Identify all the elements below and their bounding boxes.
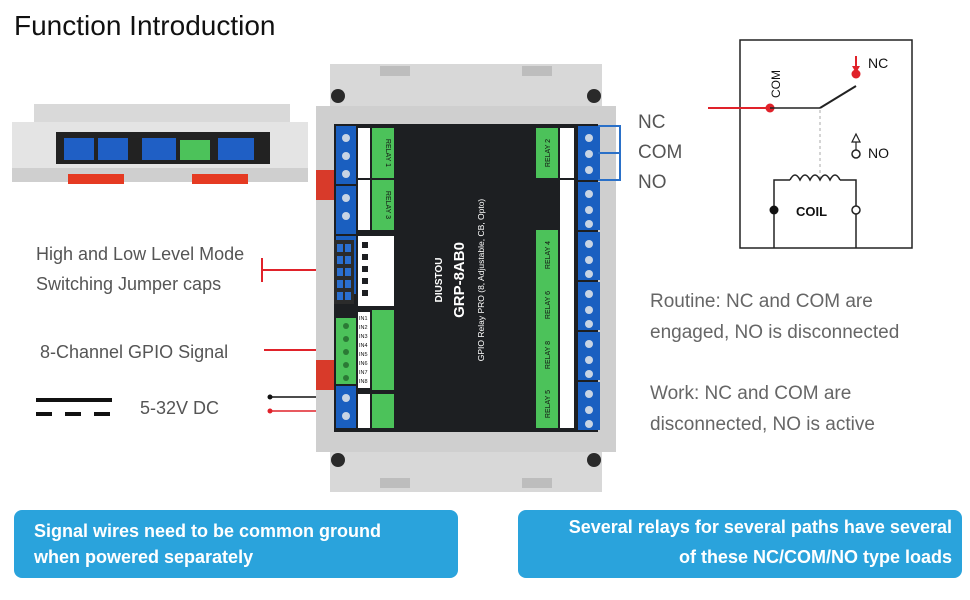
jumper-label-line1: High and Low Level Mode: [36, 244, 245, 264]
dc-symbol-icon: [36, 398, 112, 416]
gpio-pin-label: IN7: [359, 370, 368, 376]
relay-label-3: RELAY 3: [384, 191, 391, 219]
gpio-pin-label: IN3: [359, 334, 368, 340]
dc-voltage-label: 5-32V DC: [140, 398, 220, 418]
routine-line1: Routine: NC and COM are: [650, 291, 873, 312]
gpio-pin-label: IN5: [359, 352, 368, 358]
board-model: GRP-8AB0: [451, 242, 468, 318]
gpio-pin-label: IN2: [359, 325, 368, 331]
relay-label-1: RELAY 1: [384, 139, 391, 167]
gpio-pin-label: IN6: [359, 361, 368, 367]
routine-line2: engaged, NO is disconnected: [650, 322, 900, 343]
work-line1: Work: NC and COM are: [650, 383, 852, 404]
nc-label: NC: [638, 112, 666, 133]
gpio-pin-label: IN1: [359, 316, 368, 322]
no-label: NO: [638, 172, 667, 193]
relay-label-2: RELAY 2: [545, 139, 552, 167]
work-note: Work: NC and COM are disconnected, NO is…: [650, 378, 875, 440]
relay-board: DIUSTOU GRP-8AB0 GPIO Relay PRO (8, Adju…: [316, 64, 616, 492]
routine-note: Routine: NC and COM are engaged, NO is d…: [650, 286, 899, 348]
board-subtitle: GPIO Relay PRO (8, Adjustable, CB, Opto): [476, 199, 486, 362]
work-line2: disconnected, NO is active: [650, 414, 875, 435]
com-label: COM: [638, 142, 683, 163]
page-title: Function Introduction: [14, 10, 276, 41]
relay-label-6: RELAY 6: [545, 291, 552, 319]
schematic-nc-label: NC: [868, 55, 888, 71]
banner-right-line2: of these NC/COM/NO type loads: [678, 547, 952, 567]
gpio-label: 8-Channel GPIO Signal: [40, 342, 229, 362]
schematic-coil-label: COIL: [796, 204, 827, 219]
module-side-view: [12, 98, 308, 190]
common-ground-banner: Signal wires need to be common ground wh…: [14, 510, 458, 578]
schematic-no-label: NO: [868, 145, 889, 161]
jumper-label-line2: Switching Jumper caps: [36, 274, 222, 294]
relay-label-8: RELAY 8: [545, 341, 552, 369]
banner-right-line1: Several relays for several paths have se…: [568, 517, 952, 537]
relay-label-5: RELAY 5: [545, 390, 552, 418]
relay-schematic: COM NC NO COIL: [708, 39, 913, 249]
relay-label-4: RELAY 4: [545, 241, 552, 269]
contact-bracket: [598, 125, 621, 181]
gpio-pin-label: IN8: [359, 379, 368, 385]
schematic-com-label: COM: [769, 70, 783, 98]
banner-left-line2: when powered separately: [34, 547, 254, 567]
banner-left-line1: Signal wires need to be common ground: [34, 521, 382, 541]
relays-banner: Several relays for several paths have se…: [518, 510, 962, 578]
gpio-pin-label: IN4: [359, 343, 368, 349]
board-brand: DIUSTOU: [434, 258, 445, 303]
